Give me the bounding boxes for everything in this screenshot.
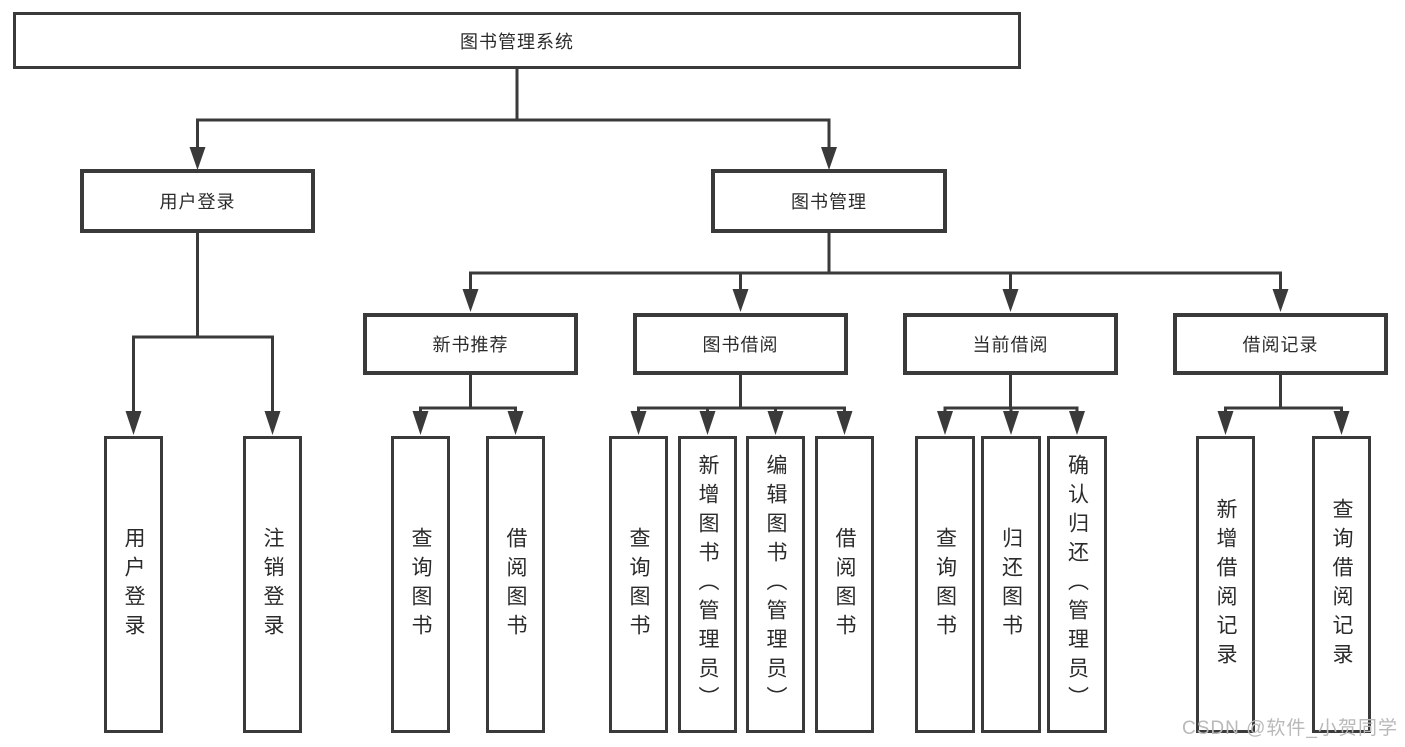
leaf-add-book-admin-label: 新增图书（管理员） bbox=[696, 454, 719, 715]
leaf-user-login-label: 用户登录 bbox=[122, 526, 145, 643]
leaf-query-borrow-record-label: 查询借阅记录 bbox=[1330, 497, 1353, 672]
leaf-return-book-label: 归还图书 bbox=[999, 526, 1023, 643]
leaf-add-borrow-record-label: 新增借阅记录 bbox=[1214, 497, 1237, 672]
leaf-add-book-admin: 新增图书（管理员） bbox=[678, 436, 737, 733]
leaf-logout-label: 注销登录 bbox=[261, 526, 284, 643]
node-borrowing-records: 借阅记录 bbox=[1173, 313, 1388, 375]
leaf-confirm-return-admin-label: 确认归还（管理员） bbox=[1065, 454, 1089, 715]
leaf-edit-book-admin: 编辑图书（管理员） bbox=[746, 436, 805, 733]
leaf-query-books-current: 查询图书 bbox=[915, 436, 975, 733]
node-root: 图书管理系统 bbox=[13, 12, 1021, 69]
node-current-borrowing: 当前借阅 bbox=[903, 313, 1118, 375]
leaf-query-books-recommend-label: 查询图书 bbox=[409, 526, 432, 643]
node-book-management: 图书管理 bbox=[711, 169, 947, 233]
leaf-add-borrow-record: 新增借阅记录 bbox=[1196, 436, 1255, 733]
node-book-borrowing: 图书借阅 bbox=[633, 313, 848, 375]
leaf-return-book: 归还图书 bbox=[981, 436, 1041, 733]
leaf-borrow-books-recommend-label: 借阅图书 bbox=[504, 526, 527, 643]
node-user-login: 用户登录 bbox=[80, 169, 315, 233]
node-new-book-recommend: 新书推荐 bbox=[363, 313, 578, 375]
leaf-borrow-books-label: 借阅图书 bbox=[833, 526, 856, 643]
leaf-query-books-recommend: 查询图书 bbox=[391, 436, 450, 733]
leaf-borrow-books: 借阅图书 bbox=[815, 436, 874, 733]
leaf-edit-book-admin-label: 编辑图书（管理员） bbox=[764, 454, 787, 715]
leaf-query-books-borrow-label: 查询图书 bbox=[627, 526, 650, 643]
csdn-watermark: CSDN @软件_小贺同学 bbox=[1182, 718, 1398, 739]
leaf-query-borrow-record: 查询借阅记录 bbox=[1312, 436, 1371, 733]
leaf-borrow-books-recommend: 借阅图书 bbox=[486, 436, 545, 733]
leaf-query-books-current-label: 查询图书 bbox=[933, 526, 957, 643]
leaf-logout: 注销登录 bbox=[243, 436, 302, 733]
leaf-query-books-borrow: 查询图书 bbox=[609, 436, 668, 733]
leaf-user-login: 用户登录 bbox=[104, 436, 163, 733]
leaf-confirm-return-admin: 确认归还（管理员） bbox=[1047, 436, 1107, 733]
